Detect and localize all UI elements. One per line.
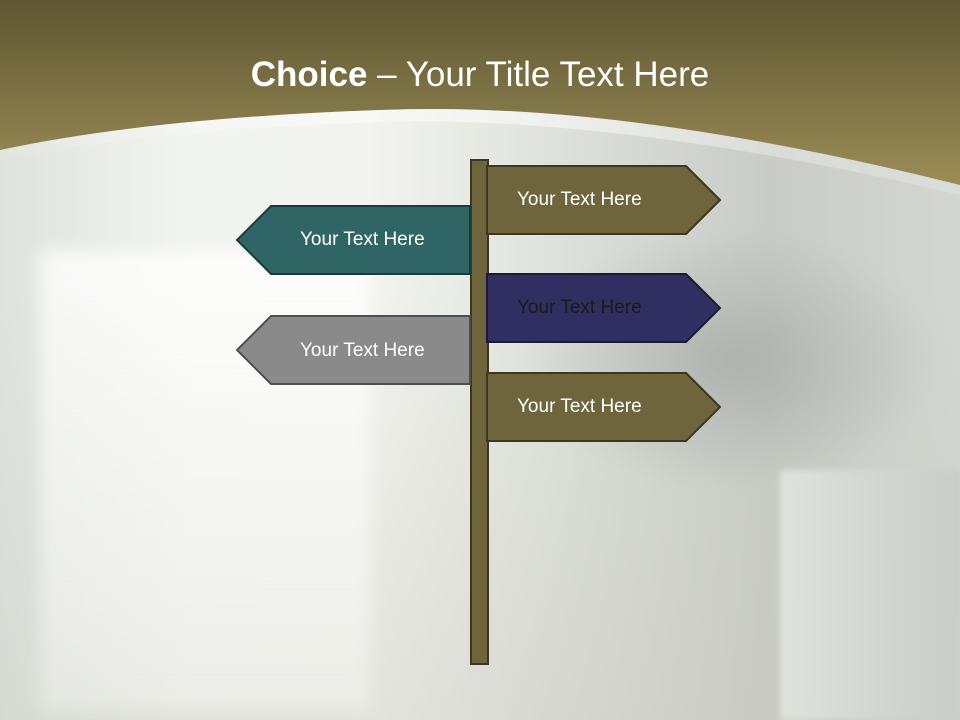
sign-arrow-right-2 <box>486 273 722 343</box>
banner-swoosh <box>0 108 960 195</box>
title-text: Your Title Text Here <box>405 55 710 94</box>
slide-title: Choice – Your Title Text Here <box>0 52 960 98</box>
sign-arrow-left-2 <box>235 315 471 385</box>
sign-arrow-right-1 <box>486 165 722 235</box>
title-bold: Choice <box>250 55 368 94</box>
signpost-pole <box>470 159 489 665</box>
title-banner <box>0 0 960 195</box>
sign-arrow-left-1 <box>235 205 471 275</box>
background-pillar <box>780 470 960 720</box>
sign-label-left-2: Your Text Here <box>300 340 425 361</box>
sign-label-left-1: Your Text Here <box>300 229 425 250</box>
sign-label-right-3: Your Text Here <box>517 396 642 417</box>
banner-shape <box>0 0 960 185</box>
sign-label-right-1: Your Text Here <box>517 189 642 210</box>
sign-arrow-right-3 <box>486 372 722 442</box>
sign-label-right-2: Your Text Here <box>517 297 642 318</box>
title-separator: – <box>367 55 406 94</box>
